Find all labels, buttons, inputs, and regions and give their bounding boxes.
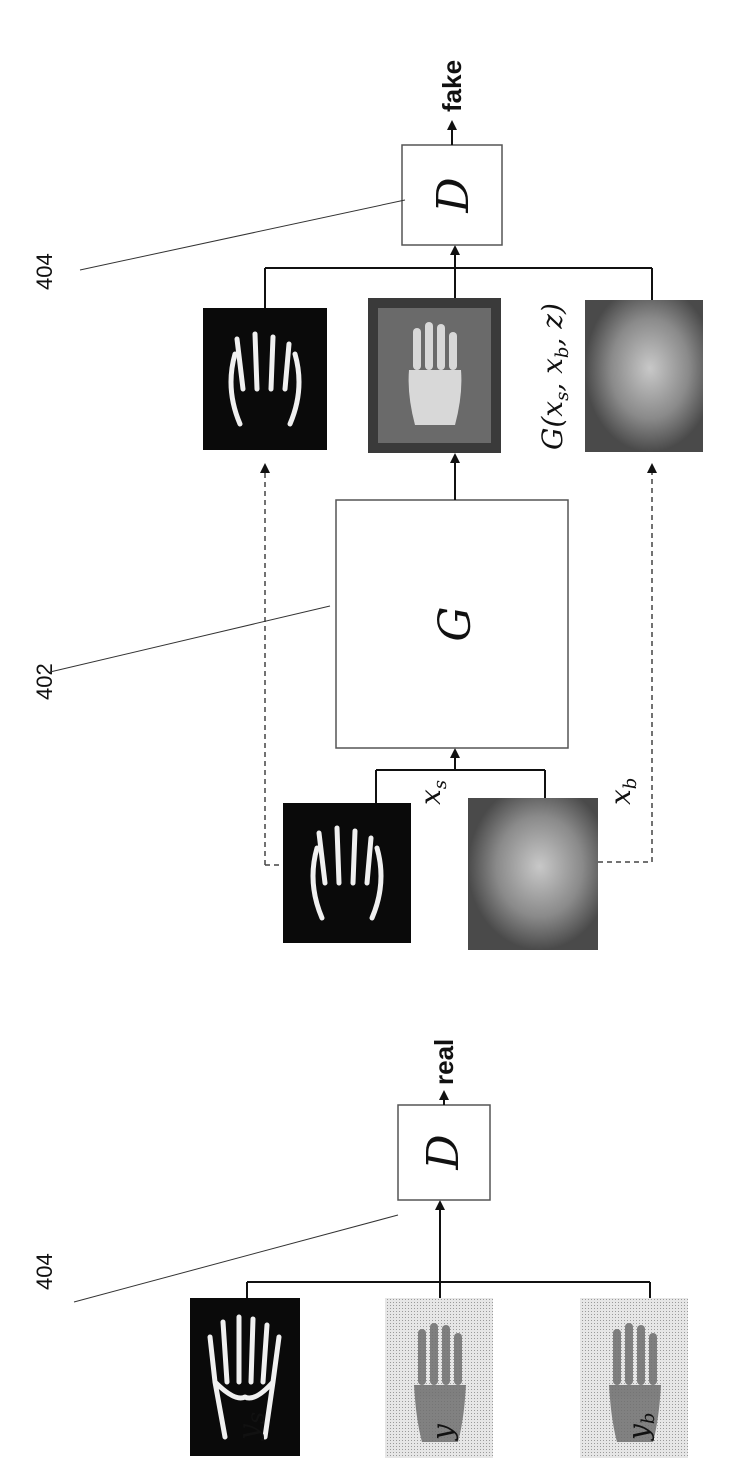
generated-image bbox=[368, 298, 501, 453]
svg-text:D: D bbox=[418, 1134, 469, 1170]
skip-connections bbox=[260, 463, 657, 866]
real-branch: ys y yb D real 404 bbox=[32, 1039, 688, 1458]
xb-label: xb bbox=[604, 778, 641, 805]
real-bus bbox=[246, 1200, 651, 1298]
ref-404-left: 404 bbox=[32, 1253, 57, 1290]
ys-image bbox=[190, 1298, 300, 1456]
generator-input-bus bbox=[375, 748, 546, 803]
xb-copy-image bbox=[585, 300, 703, 452]
xs-label: xs bbox=[414, 780, 451, 805]
ys-label: ys bbox=[232, 1412, 270, 1442]
xs-copy-image bbox=[203, 308, 327, 450]
generated-output-label: G(xs, xb, z) bbox=[536, 303, 573, 450]
svg-text:D: D bbox=[428, 177, 479, 213]
fake-output-label: fake bbox=[437, 60, 467, 112]
fake-branch: xs xb G bbox=[32, 60, 703, 950]
ref-404-right: 404 bbox=[32, 253, 57, 290]
yb-image bbox=[580, 1298, 688, 1458]
real-discriminator-block: D bbox=[397, 1104, 491, 1201]
ref-404-right-leader bbox=[79, 199, 406, 271]
y-image bbox=[385, 1298, 493, 1458]
ref-402: 402 bbox=[32, 663, 57, 700]
svg-text:G: G bbox=[430, 606, 481, 641]
yb-label: yb bbox=[622, 1413, 659, 1442]
fake-discriminator-block: D bbox=[401, 144, 503, 246]
generator-block: G bbox=[335, 499, 569, 749]
real-output-label: real bbox=[429, 1039, 459, 1085]
xb-image bbox=[468, 798, 598, 950]
y-label: y bbox=[426, 1423, 459, 1442]
ref-404-left-leader bbox=[73, 1214, 399, 1303]
xs-image bbox=[283, 803, 411, 943]
ref-402-leader bbox=[49, 605, 331, 673]
fake-bus bbox=[264, 245, 653, 308]
